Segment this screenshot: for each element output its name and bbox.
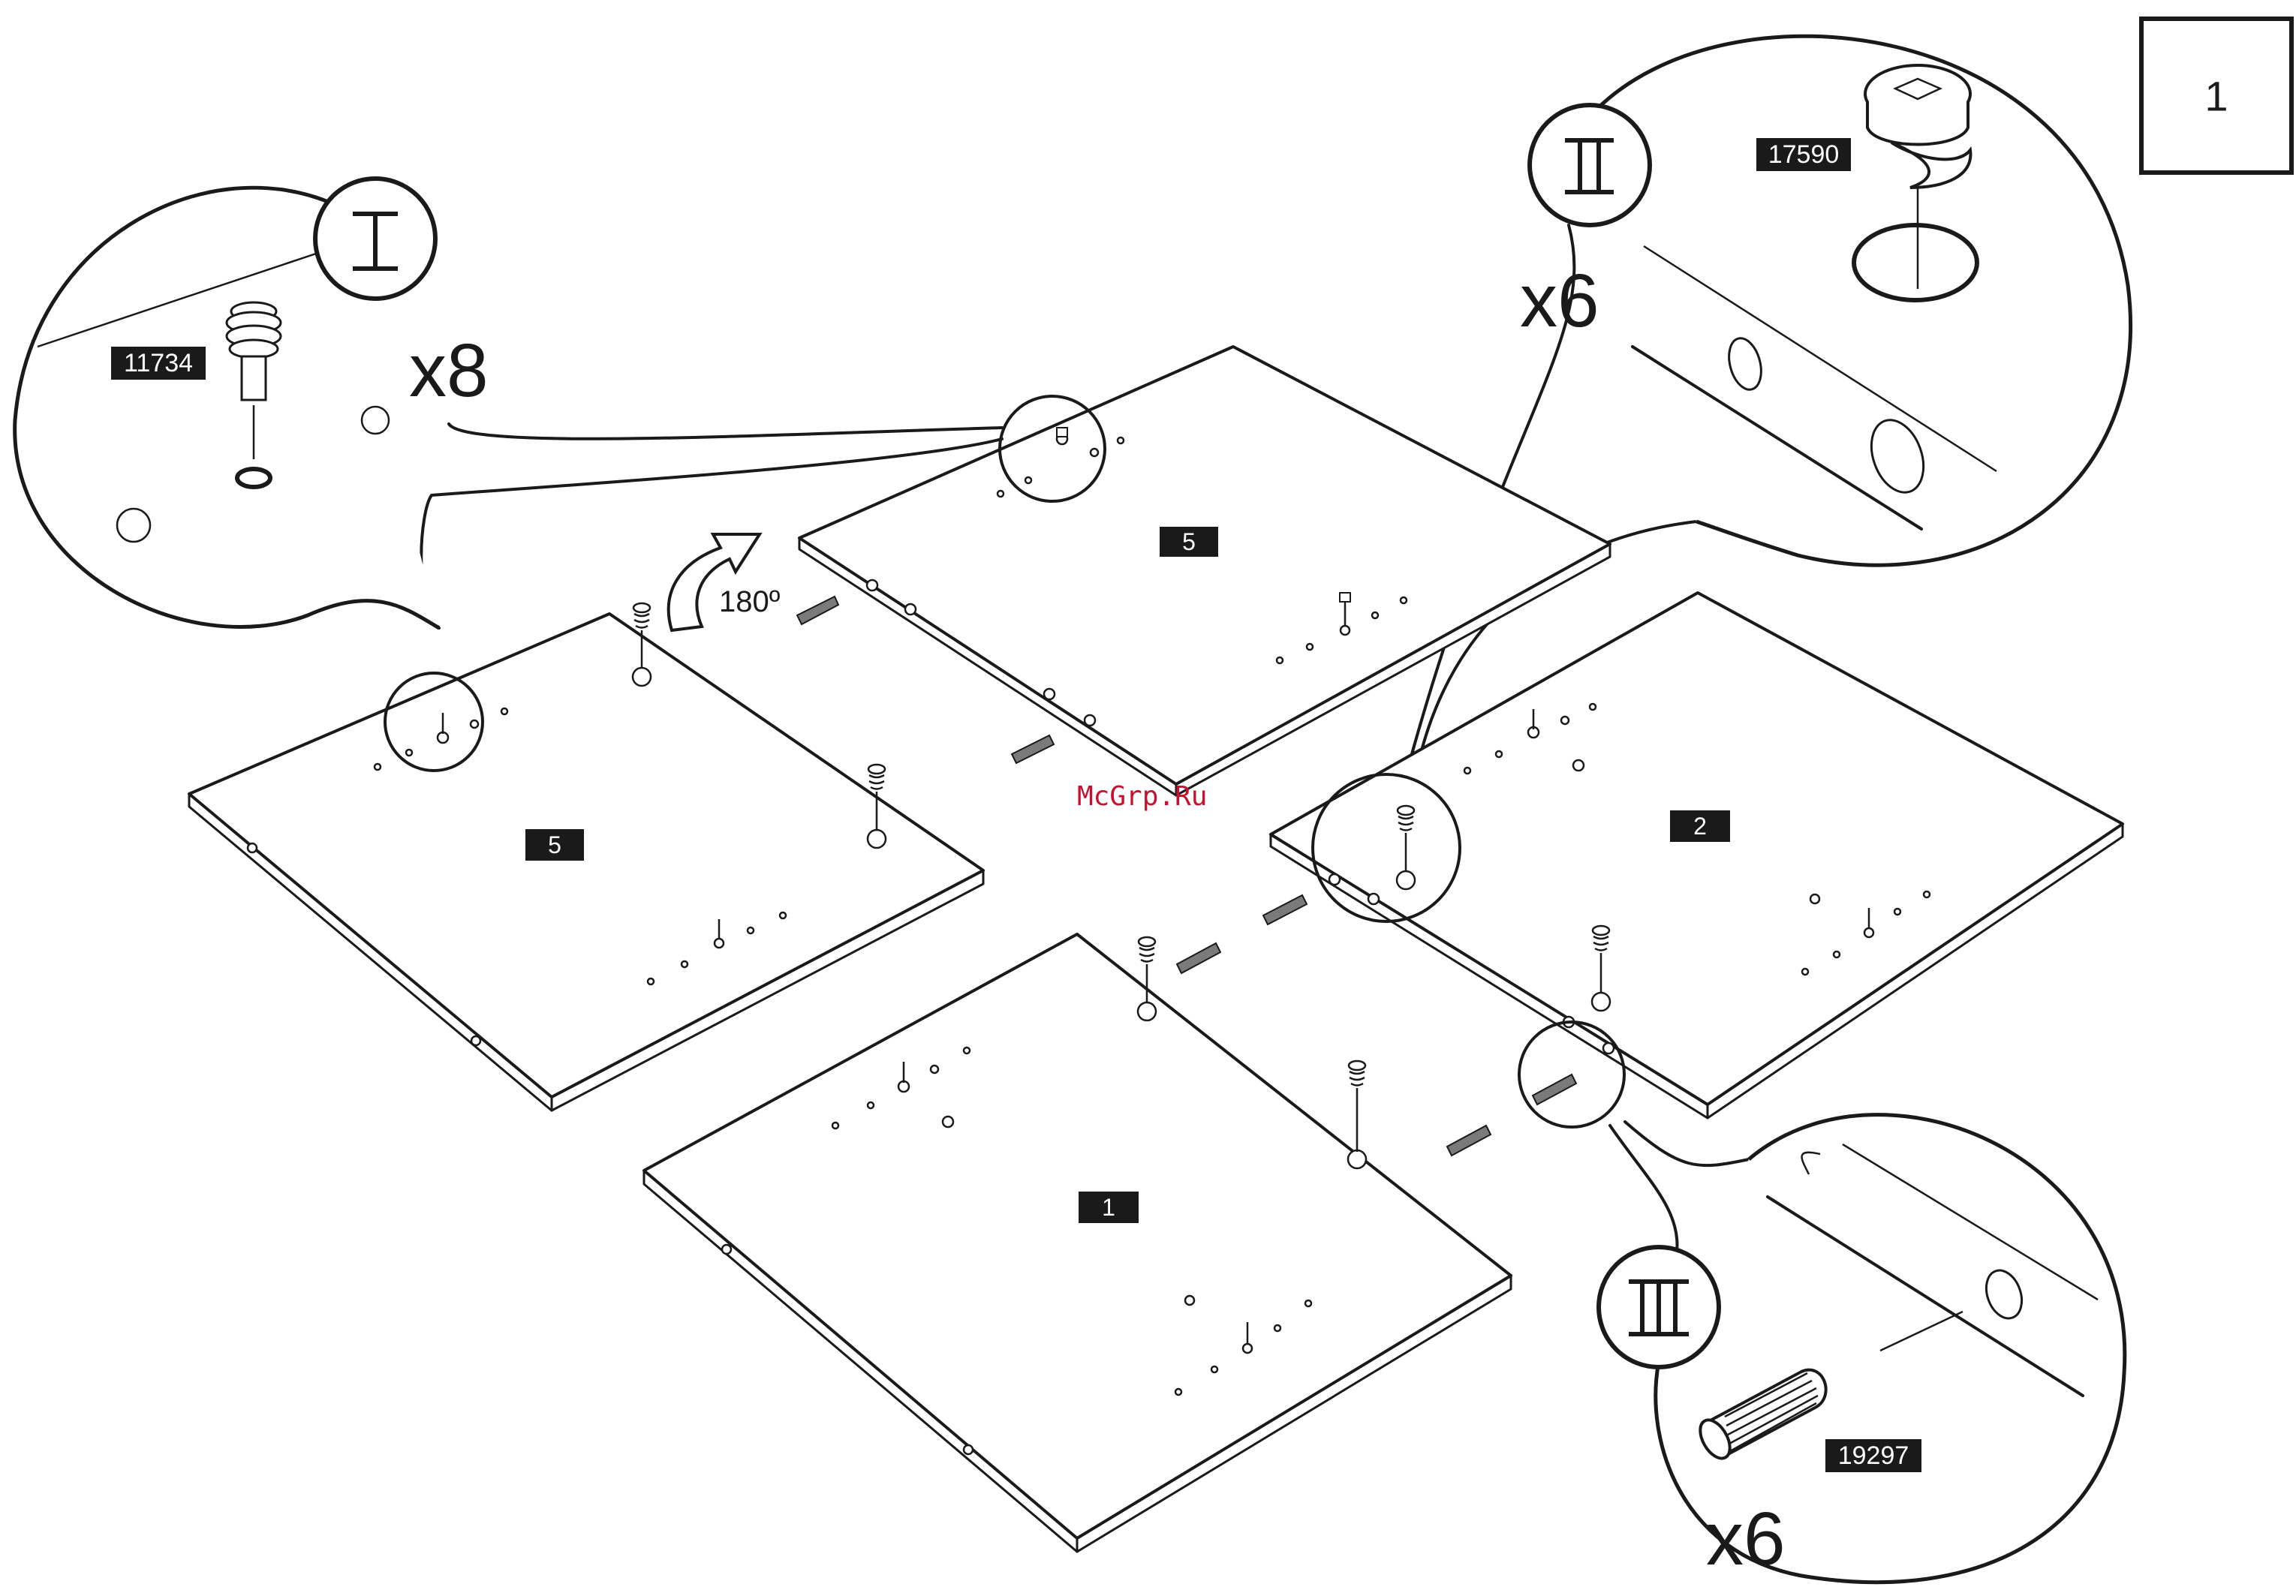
panel-label: 5 <box>548 831 561 858</box>
callout-ii: 17590 x6 <box>1520 36 2131 565</box>
quantity: x8 <box>409 329 489 413</box>
rotation-label: 180º <box>719 585 781 618</box>
panel-label: 5 <box>1182 528 1196 555</box>
callout-iii: 19297 x6 <box>1599 1115 2125 1582</box>
part-number: 11734 <box>124 349 193 377</box>
leader-line-i-top <box>449 424 1002 439</box>
callout-badge <box>1530 105 1650 225</box>
part-number: 19297 <box>1838 1441 1909 1470</box>
quantity: x6 <box>1706 1497 1786 1581</box>
panel-5-left: 5 <box>189 614 983 1111</box>
panel-label: 2 <box>1693 813 1707 840</box>
panel-1-front: 1 <box>644 934 1511 1552</box>
watermark: McGrp.Ru <box>1077 781 1207 812</box>
rotation-arrow: 180º <box>669 534 781 630</box>
step-number-box: 1 <box>2141 19 2291 173</box>
quantity: x6 <box>1520 259 1599 343</box>
callout-i: 11734 x8 <box>15 179 489 628</box>
part-number: 17590 <box>1768 140 1840 169</box>
step-number: 1 <box>2204 73 2228 120</box>
panel-label: 1 <box>1102 1194 1115 1221</box>
leader-line-iii-right <box>1625 1122 1749 1165</box>
